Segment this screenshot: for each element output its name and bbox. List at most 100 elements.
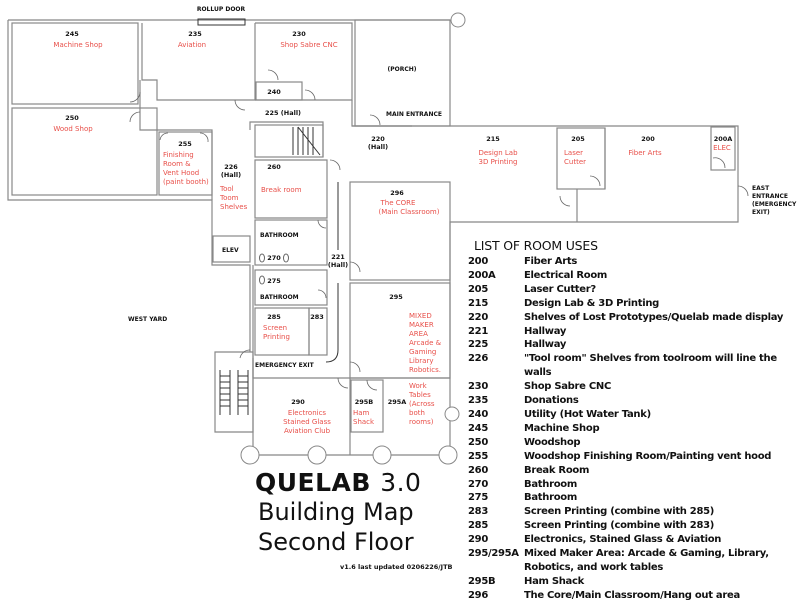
room-295-label-line: MAKER: [409, 321, 434, 329]
legend-code: 215: [468, 297, 488, 309]
legend-entry: Robotics, and work tables: [468, 561, 798, 575]
east-entrance-label: (EMERGENCY: [752, 201, 797, 208]
legend-code: 250: [468, 436, 488, 448]
hall-225-label: 225 (Hall): [265, 109, 301, 117]
room-275-number: 275: [267, 277, 281, 285]
legend-use: Laser Cutter?: [524, 283, 596, 295]
brand-name: QUELAB: [255, 468, 371, 497]
legend-code: 290: [468, 534, 488, 546]
room-260-number: 260: [267, 163, 281, 171]
room-283-number: 283: [310, 313, 324, 321]
room-215-label: 3D Printing: [479, 158, 518, 166]
porch-label: (PORCH): [387, 66, 416, 73]
room-296-label: (Main Classroom): [379, 208, 440, 216]
doors: [129, 69, 749, 391]
room-295a-number: 295A: [388, 398, 407, 406]
room-245-label: Machine Shop: [53, 41, 103, 49]
legend-use: Electronics, Stained Glass & Aviation: [524, 534, 722, 546]
hall-220-number: 220: [371, 135, 385, 143]
room-295-label-line: Gaming: [409, 348, 436, 356]
room-285-label: Printing: [263, 333, 290, 341]
legend-code: 200A: [468, 269, 496, 281]
legend-code: 240: [468, 408, 488, 420]
title-line-1: QUELAB 3.0: [255, 468, 421, 497]
room-labels: 245 Machine Shop 235 Aviation 230 Shop S…: [53, 30, 732, 435]
legend-code: [468, 561, 524, 575]
legend-entry: 205 Laser Cutter?: [468, 283, 798, 297]
walls: [7, 18, 739, 456]
room-295-label-line: Robotics.: [409, 366, 441, 374]
legend-use: Bathroom: [524, 492, 577, 504]
room-226-label: Tool: [219, 185, 234, 193]
legend-code: 283: [468, 506, 488, 518]
bathroom-275-label: BATHROOM: [260, 294, 299, 301]
legend-use: Machine Shop: [524, 422, 600, 434]
version-note: v1.6 last updated 0206226/JTB: [340, 563, 453, 571]
legend-use: Ham Shack: [524, 575, 584, 587]
legend-use: Screen Printing (combine with 285): [524, 506, 715, 518]
east-entrance-label: EAST: [752, 185, 770, 192]
room-295-label-line: rooms): [409, 418, 434, 426]
west-yard-label: WEST YARD: [128, 316, 167, 323]
room-295b-label: Ham: [353, 409, 370, 417]
rollup-door-label: ROLLUP DOOR: [197, 6, 246, 13]
legend-code: 255: [468, 450, 488, 462]
east-entrance-label: ENTRANCE: [752, 193, 788, 200]
room-250-label: Wood Shop: [53, 125, 93, 133]
room-285-number: 285: [267, 313, 281, 321]
legend-code: 275: [468, 492, 488, 504]
title-line-2: Building Map: [258, 498, 414, 526]
room-226-label: Shelves: [220, 203, 248, 211]
legend-code: 220: [468, 311, 488, 323]
legend-code: 295/295A: [468, 548, 519, 560]
room-205-label: Cutter: [564, 158, 586, 166]
room-290-label: Stained Glass: [283, 418, 331, 426]
brand-version: 3.0: [380, 468, 422, 497]
room-290-label: Aviation Club: [284, 427, 331, 435]
room-226-number: 226: [224, 163, 238, 171]
legend-use: "Tool room" Shelves from toolroom will l…: [524, 353, 777, 379]
room-240-number: 240: [267, 88, 281, 96]
legend-use: Design Lab & 3D Printing: [524, 297, 660, 309]
east-entrance-label: EXIT): [752, 209, 770, 216]
room-295-number: 295: [389, 293, 403, 301]
columns: [240, 12, 466, 465]
legend-entry: 290 Electronics, Stained Glass & Aviation: [468, 533, 798, 547]
room-296-number: 296: [390, 189, 404, 197]
room-215-label: Design Lab: [478, 149, 518, 157]
room-250-number: 250: [65, 114, 79, 122]
room-255-number: 255: [178, 140, 192, 148]
room-200-label: Fiber Arts: [628, 149, 662, 157]
room-285-label: Screen: [263, 324, 287, 332]
legend-use: Screen Printing (combine with 283): [524, 520, 715, 532]
legend-code: 225: [468, 339, 488, 351]
room-295-label-line: both: [409, 409, 425, 417]
room-230-label: Shop Sabre CNC: [280, 41, 337, 49]
bathroom-270-label: BATHROOM: [260, 232, 299, 239]
legend-entry: 226"Tool room" Shelves from toolroom wil…: [468, 352, 798, 380]
legend-code: 205: [468, 283, 488, 295]
legend-use: Robotics, and work tables: [524, 561, 663, 573]
hall-221-sub: (Hall): [328, 261, 348, 269]
room-255-label: Room &: [163, 160, 191, 168]
legend-code: 260: [468, 464, 488, 476]
room-255-label: (paint booth): [163, 178, 209, 186]
room-230-number: 230: [292, 30, 306, 38]
toilet-icons: [259, 253, 289, 285]
legend-title: LIST OF ROOM USES: [474, 238, 598, 253]
room-200a-number: 200A: [714, 135, 733, 143]
legend-entry: 275 Bathroom: [468, 491, 798, 505]
legend-code: 235: [468, 395, 488, 407]
room-235-number: 235: [188, 30, 202, 38]
